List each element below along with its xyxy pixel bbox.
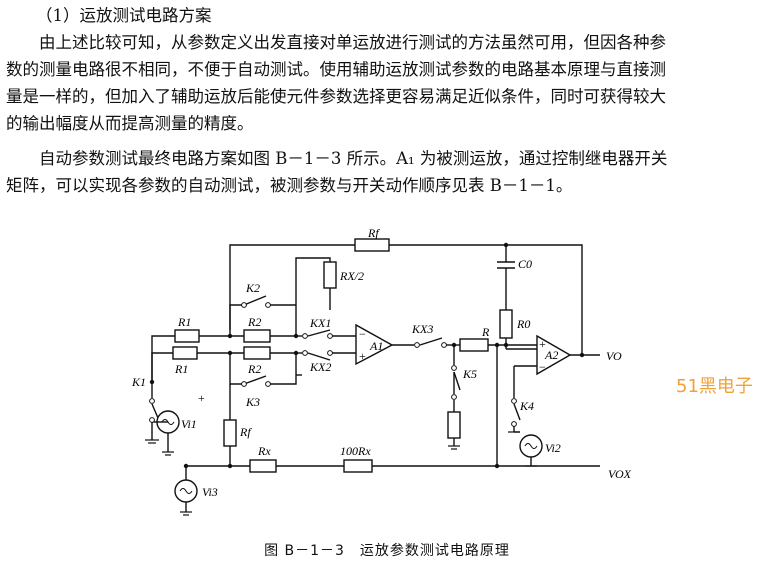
a2-amplifier	[536, 334, 572, 376]
watermark-logo: 51黑电子	[676, 376, 753, 397]
label-r0: R0	[516, 317, 530, 331]
label-a1-minus: −	[359, 327, 366, 341]
label-a2-minus: −	[539, 360, 546, 374]
paragraph1-line-4: 的输出幅度从而提高测量的精度。	[6, 114, 254, 133]
label-k3: K3	[245, 395, 260, 409]
figure-caption: 图 B－1－3 运放参数测试电路原理	[264, 543, 510, 559]
rx-resistor	[249, 459, 277, 473]
paragraph1-line-1: 由上述比较可知，从参数定义出发直接对单运放进行测试的方法虽然可用，但因各种参	[6, 33, 666, 52]
r-resistor	[459, 338, 489, 352]
section-heading: （1）运放测试电路方案	[36, 6, 212, 25]
a1-amplifier	[355, 323, 394, 366]
r1-top-resistor	[174, 329, 200, 343]
rf-mid-resistor	[223, 419, 237, 447]
label-rx: Rx	[257, 444, 271, 458]
label-a2: A2	[544, 348, 558, 362]
r1-bottom-resistor	[172, 346, 198, 360]
label-k1: K1	[131, 375, 146, 389]
r2-bottom-resistor	[243, 346, 271, 360]
label-vi3: Vi3	[202, 485, 218, 499]
label-vi1: Vi1	[181, 417, 197, 431]
label-r1-top: R1	[177, 315, 191, 329]
label-a2-plus: +	[539, 337, 546, 351]
label-c0: C0	[518, 257, 532, 271]
paragraph2-line-1: 自动参数测试最终电路方案如图 B－1－3 所示。A₁ 为被测运放，通过控制继电器…	[6, 149, 668, 168]
label-k4: K4	[519, 399, 534, 413]
label-r2-bottom: R2	[247, 362, 261, 376]
label-a1-plus: +	[359, 349, 366, 363]
r0-resistor	[499, 309, 513, 339]
label-a1: A1	[369, 339, 383, 353]
label-k2: K2	[245, 281, 260, 295]
paragraph2-line-2: 矩阵，可以实现各参数的自动测试，被测参数与开关动作顺序见表 B－1－1。	[6, 176, 573, 195]
label-r1-bottom: R1	[174, 362, 188, 376]
label-100rx: 100Rx	[340, 444, 371, 458]
rf-top-resistor	[354, 238, 390, 252]
label-r: R	[481, 325, 490, 339]
label-vi2: Vi2	[545, 441, 561, 455]
k5-resistor	[447, 411, 461, 439]
label-kx2: KX2	[309, 360, 331, 374]
rx2-resistor	[323, 261, 337, 289]
label-plus: +	[198, 391, 205, 405]
paragraph1-line-2: 数的测量电路很不相同，不便于自动测试。使用辅助运放测试参数的电路基本原理与直接测	[6, 60, 666, 79]
label-r2-top: R2	[247, 315, 261, 329]
label-rf-mid: Rf	[239, 425, 252, 439]
label-kx1: KX1	[309, 316, 331, 330]
label-vox: VOX	[608, 467, 632, 481]
label-k5: K5	[462, 367, 477, 381]
label-rf-top: Rf	[367, 226, 380, 240]
paragraph1-line-3: 量是一样的，但加入了辅助运放后能使元件参数选择更容易满足近似条件，同时可获得较大	[6, 87, 666, 106]
label-kx3: KX3	[411, 322, 433, 336]
label-rx2: RX/2	[339, 269, 364, 283]
r100x-resistor	[343, 459, 373, 473]
r2-top-resistor	[243, 329, 271, 343]
label-vo: VO	[606, 349, 622, 363]
